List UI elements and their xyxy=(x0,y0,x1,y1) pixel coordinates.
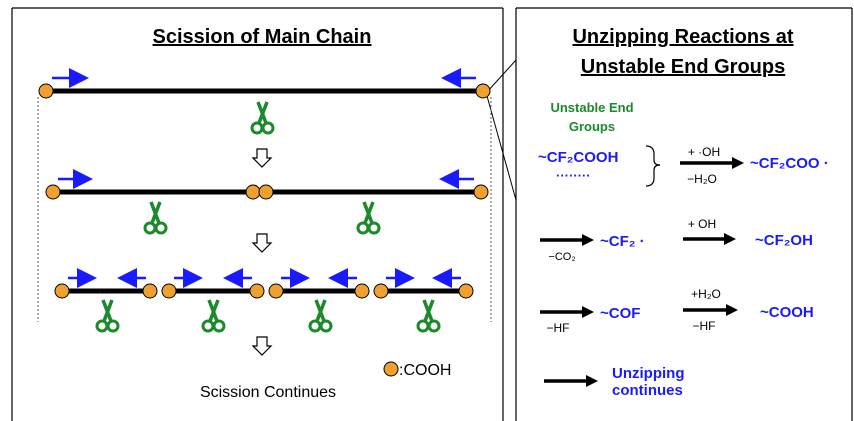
down-arrow-icon xyxy=(252,336,272,356)
down-arrow-icon xyxy=(252,233,272,253)
down-arrow-icon xyxy=(252,148,272,168)
callout-line-top xyxy=(486,59,517,93)
cooh-end-group xyxy=(354,283,370,299)
arrow-head xyxy=(726,304,738,316)
cooh-end-group xyxy=(54,283,70,299)
cooh-end-group xyxy=(475,83,491,99)
cooh-end-group xyxy=(473,184,489,200)
continue-line2: continues xyxy=(612,382,683,399)
step5-byproduct: −HF xyxy=(692,319,715,333)
legend-cooh-dot xyxy=(383,361,399,377)
cooh-end-group xyxy=(38,83,54,99)
cooh-end-group xyxy=(161,283,177,299)
cooh-end-group xyxy=(245,184,261,200)
unstable-label-line1: Unstable End xyxy=(550,100,633,115)
arrow-head xyxy=(724,233,736,245)
scissors-icon xyxy=(416,298,441,333)
chain-row-2 xyxy=(45,169,489,235)
cof: ~COF xyxy=(600,305,640,322)
unstable-label-line2: Groups xyxy=(569,119,615,134)
scissors-icon xyxy=(95,298,120,333)
cooh-end-group xyxy=(268,283,284,299)
product2: ~CF₂OH xyxy=(755,232,813,249)
callout-line-bottom xyxy=(486,95,517,201)
left-panel-title: Scission of Main Chain xyxy=(153,26,372,48)
brace xyxy=(645,145,661,187)
cooh-end-group xyxy=(458,283,474,299)
step1-reagent: + ·OH xyxy=(688,145,720,159)
arrow-head xyxy=(582,234,594,246)
start-group: ~CF₂COOH xyxy=(538,149,618,166)
scissors-icon xyxy=(201,298,226,333)
scissors-icon xyxy=(143,200,168,235)
legend-label: :COOH xyxy=(399,362,451,379)
product1: ~CF₂COO · xyxy=(750,155,829,172)
arrow-head xyxy=(732,157,744,169)
footer-text: Scission Continues xyxy=(200,384,336,401)
product3: ~COOH xyxy=(760,304,814,321)
cooh-end-group xyxy=(142,283,158,299)
radical: ~CF₂ · xyxy=(600,233,645,250)
continue-line1: Unzipping xyxy=(612,365,684,382)
step2-byproduct: −CO₂ xyxy=(548,251,575,263)
cooh-end-group xyxy=(258,184,274,200)
arrow-head xyxy=(582,306,594,318)
chain-row-3 xyxy=(54,268,474,333)
chain-row-1 xyxy=(38,68,491,135)
step5-reagent: +H₂O xyxy=(691,287,721,301)
cooh-end-group xyxy=(45,184,61,200)
arrow-head xyxy=(586,375,598,387)
right-panel-title-line1: Unzipping Reactions at xyxy=(572,26,793,48)
scissors-icon xyxy=(250,100,275,135)
step1-byproduct: −H₂O xyxy=(687,172,717,186)
scissors-icon xyxy=(308,298,333,333)
scissors-icon xyxy=(356,200,381,235)
cooh-end-group xyxy=(373,283,389,299)
cooh-end-group xyxy=(249,283,265,299)
step3-reagent: + OH xyxy=(688,217,716,231)
step4-byproduct: −HF xyxy=(546,321,569,335)
dots: ········ xyxy=(556,168,591,183)
right-panel-title-line2: Unstable End Groups xyxy=(581,56,785,78)
